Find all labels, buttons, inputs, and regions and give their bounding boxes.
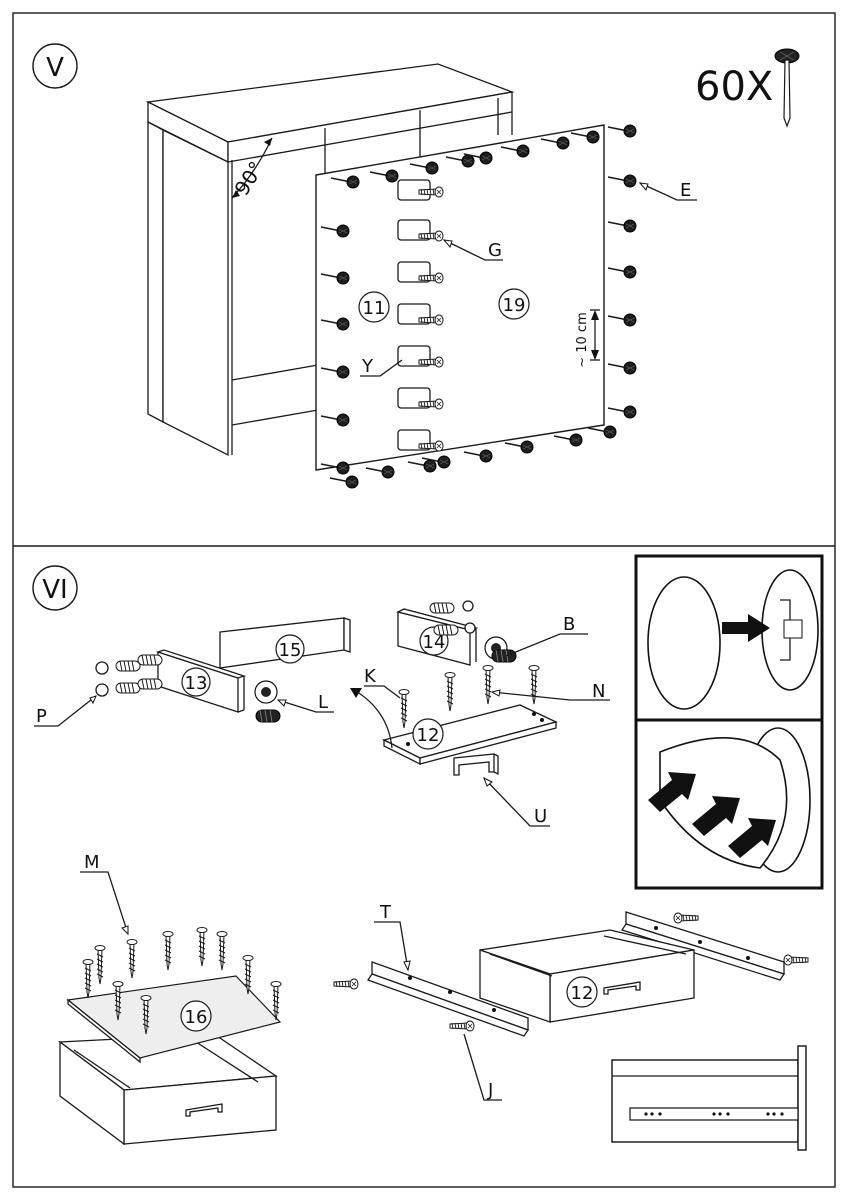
callout-b-label: B <box>563 614 575 635</box>
part-11-badge <box>358 291 390 323</box>
callout-y-label: Y <box>361 356 374 377</box>
part-11-label: 11 <box>363 298 386 319</box>
step-v-badge <box>32 43 78 89</box>
callout-u <box>483 776 550 827</box>
part-12-drawer-label: 12 <box>571 983 594 1004</box>
cam-lock-l <box>254 680 281 723</box>
drawer-12 <box>479 929 695 1023</box>
callout-p-label: P <box>36 706 47 727</box>
part-19-badge <box>498 288 530 320</box>
step-vi-section: VI 15 13 P <box>32 554 824 1151</box>
rail-t <box>333 961 530 1037</box>
outer-frame <box>12 12 836 1188</box>
cabinet-body <box>145 63 515 457</box>
callout-m <box>80 871 129 936</box>
callout-n-label: N <box>592 681 605 702</box>
callout-y <box>360 359 403 377</box>
callout-t-label: T <box>379 902 392 923</box>
nail-count: 60X <box>695 64 773 110</box>
part-19-label: 19 <box>503 295 526 316</box>
spacing-marker <box>590 309 600 361</box>
part-14-label: 14 <box>423 632 446 653</box>
spacing-label: ~ 10 cm <box>575 312 590 368</box>
callout-k <box>350 685 401 749</box>
rail-right <box>620 911 809 981</box>
detail-box-insert <box>634 554 824 722</box>
drawer-with-bottom <box>58 1033 278 1146</box>
step-vi-label: VI <box>42 575 67 605</box>
part-13-label: 13 <box>185 673 208 694</box>
rail-detail <box>611 1045 807 1151</box>
callout-g-label: G <box>488 240 502 261</box>
callout-l-label: L <box>318 692 328 713</box>
part-15-badge <box>275 634 305 664</box>
callout-u-label: U <box>534 806 547 827</box>
callout-j <box>463 1033 502 1101</box>
part-12-bottom-badge <box>412 718 444 750</box>
callout-t <box>374 921 411 972</box>
back-panel <box>315 124 605 471</box>
callout-e <box>638 182 697 201</box>
callout-p <box>34 695 97 727</box>
callout-b <box>505 633 588 657</box>
part-15-label: 15 <box>279 640 302 661</box>
part-16-label: 16 <box>185 1007 208 1028</box>
callout-l <box>276 699 334 713</box>
callout-g <box>442 239 503 261</box>
part-16-panel <box>66 975 282 1064</box>
handle-u <box>453 753 499 776</box>
dowels-part-14 <box>429 600 517 663</box>
part-12-bottom-panel <box>382 704 558 766</box>
callout-n <box>490 689 610 701</box>
step-vi-badge <box>32 565 78 611</box>
dowels-p <box>95 654 163 697</box>
step-v-section: V 60X 90° <box>32 43 800 489</box>
callout-j-label: J <box>487 1080 493 1101</box>
nail-icon <box>774 48 800 128</box>
part-16-badge <box>180 1000 212 1032</box>
part-12-bottom-label: 12 <box>417 725 440 746</box>
callout-e-label: E <box>680 180 691 201</box>
callout-m-label: M <box>84 852 100 873</box>
detail-box-press <box>634 718 824 890</box>
part-13-badge <box>181 667 211 697</box>
part-12-drawer-badge <box>566 976 598 1008</box>
step-v-label: V <box>46 53 64 83</box>
callout-k-label: K <box>364 666 377 687</box>
